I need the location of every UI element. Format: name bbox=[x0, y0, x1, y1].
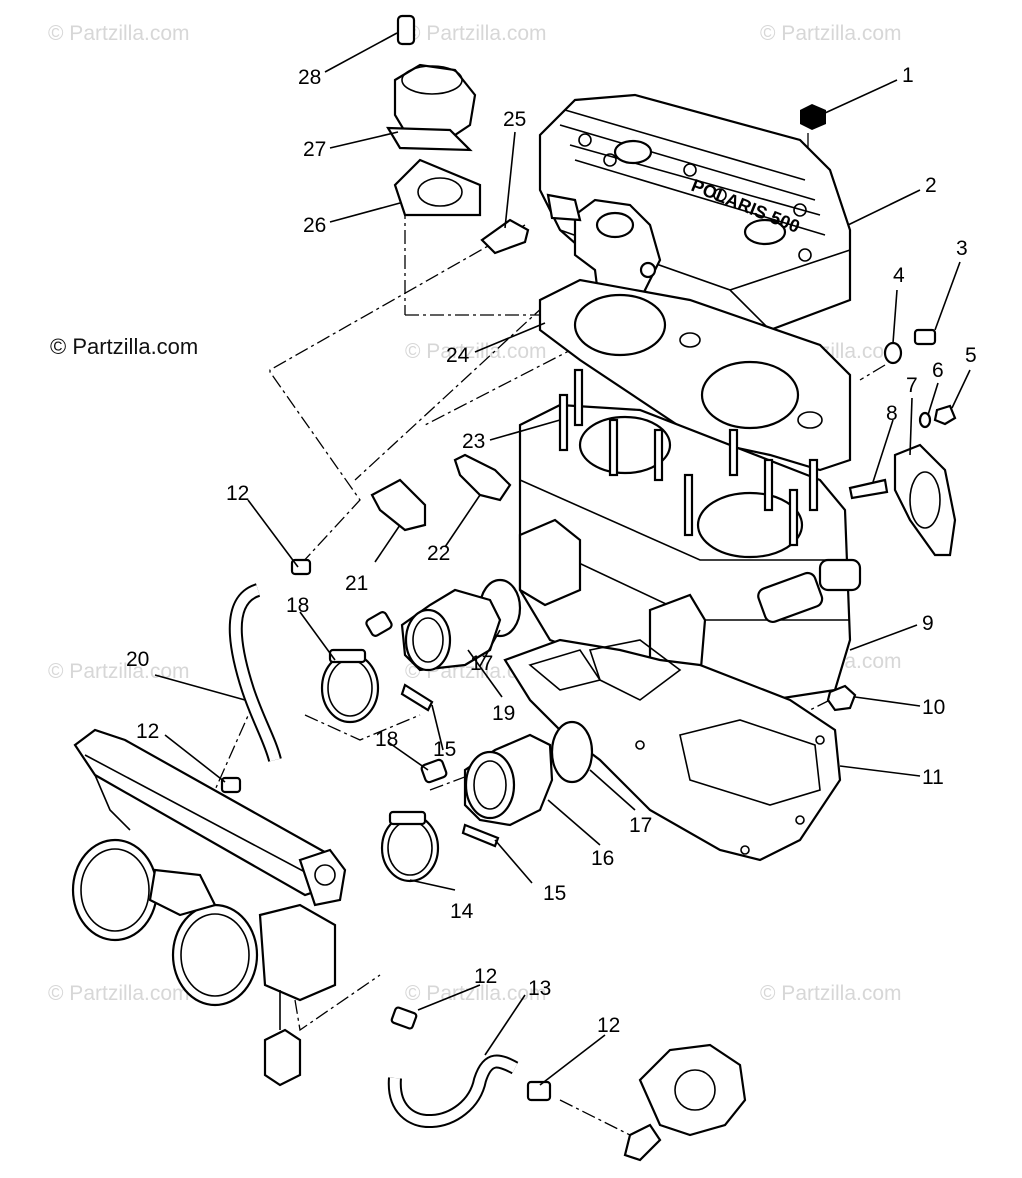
callout-22: 22 bbox=[427, 542, 450, 565]
watermark: © Partzilla.com bbox=[405, 982, 547, 1005]
small-clamps bbox=[220, 558, 552, 1102]
watermark-dark: © Partzilla.com bbox=[50, 334, 199, 359]
callout-20: 20 bbox=[126, 648, 149, 671]
intake-flange-upper bbox=[400, 588, 502, 672]
callout-18-upper: 18 bbox=[286, 594, 309, 617]
callout-5: 5 bbox=[965, 344, 977, 367]
leader-lines bbox=[154, 32, 971, 1086]
callout-8: 8 bbox=[886, 402, 898, 425]
callout-12-pump: 12 bbox=[597, 1014, 620, 1037]
hose-13 bbox=[387, 1054, 519, 1128]
callout-2: 2 bbox=[925, 174, 937, 197]
callout-11: 11 bbox=[922, 766, 944, 789]
callout-14: 14 bbox=[450, 900, 474, 923]
callout-23: 23 bbox=[462, 430, 485, 453]
exhaust-gasket bbox=[893, 443, 957, 557]
cylinder-block bbox=[518, 368, 862, 702]
callout-17-lower: 17 bbox=[629, 814, 652, 837]
callout-15-lower: 15 bbox=[543, 882, 566, 905]
callout-25: 25 bbox=[503, 108, 526, 131]
callout-17-upper: 17 bbox=[470, 652, 493, 675]
throttle-body-assembly bbox=[71, 728, 347, 1087]
callout-10: 10 bbox=[922, 696, 945, 719]
watermark: © Partzilla.com bbox=[760, 22, 902, 45]
hose-clamps bbox=[320, 648, 440, 883]
watermark: © Partzilla.com bbox=[48, 982, 190, 1005]
callout-12-lower: 12 bbox=[474, 965, 497, 988]
callout-12-upper: 12 bbox=[226, 482, 249, 505]
thermostat-cover bbox=[386, 63, 482, 217]
callout-3: 3 bbox=[956, 237, 968, 260]
callout-19: 19 bbox=[492, 702, 515, 725]
callout-16: 16 bbox=[591, 847, 614, 870]
callouts: 1 2 3 4 5 6 7 8 9 10 11 12 12 12 12 13 1… bbox=[126, 64, 977, 1037]
callout-24: 24 bbox=[446, 344, 470, 367]
callout-6: 6 bbox=[932, 359, 944, 382]
thermostat-housing bbox=[546, 193, 662, 312]
watermark: © Partzilla.com bbox=[48, 660, 190, 683]
water-pump bbox=[623, 1043, 747, 1162]
intake-flange-lower bbox=[463, 733, 554, 827]
callout-1: 1 bbox=[902, 64, 914, 87]
callout-12-mid: 12 bbox=[136, 720, 159, 743]
callout-15-upper: 15 bbox=[433, 738, 456, 761]
watermark: © Partzilla.com bbox=[760, 982, 902, 1005]
hose-20 bbox=[228, 583, 282, 762]
callout-7: 7 bbox=[906, 374, 918, 397]
callout-18-lower: 18 bbox=[375, 728, 398, 751]
callout-27: 27 bbox=[303, 138, 326, 161]
callout-13: 13 bbox=[528, 977, 551, 1000]
callout-21: 21 bbox=[345, 572, 368, 595]
watermark: © Partzilla.com bbox=[405, 22, 547, 45]
watermark: © Partzilla.com bbox=[48, 22, 190, 45]
callout-26: 26 bbox=[303, 214, 326, 237]
callout-28: 28 bbox=[298, 66, 321, 89]
callout-4: 4 bbox=[893, 264, 905, 287]
head-gasket bbox=[538, 278, 852, 472]
callout-9: 9 bbox=[922, 612, 934, 635]
hardware bbox=[365, 14, 957, 848]
